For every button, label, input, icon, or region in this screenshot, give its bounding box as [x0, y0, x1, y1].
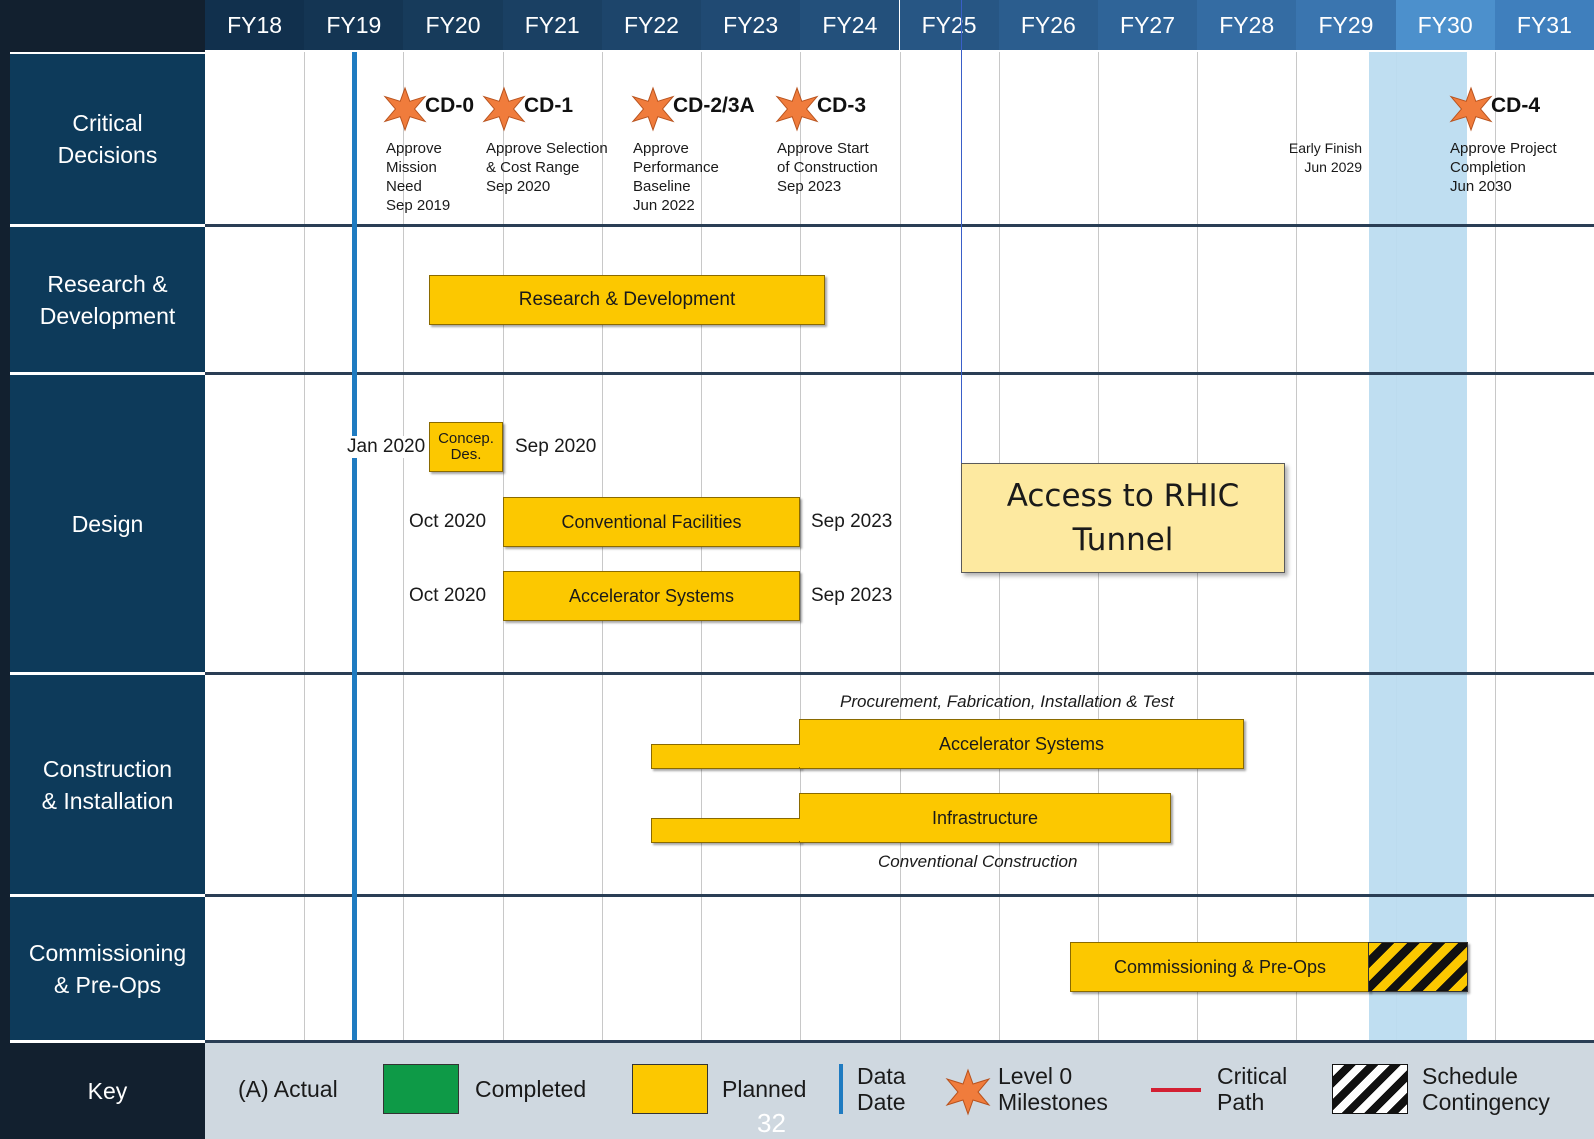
- row-separator: [205, 224, 1594, 227]
- year-grid-line: [800, 52, 802, 1040]
- key-planned-swatch: [632, 1064, 708, 1114]
- key-completed-label: Completed: [475, 1076, 587, 1102]
- schedule-contingency-bar: [1368, 942, 1468, 992]
- early-finish-label: Early Finish Jun 2029: [1288, 140, 1362, 175]
- fiscal-year-fy23: FY23: [701, 0, 801, 50]
- construction-accelerator-bar-lower: [651, 744, 801, 769]
- conventional-facilities-bar: Conventional Facilities: [503, 497, 800, 547]
- key-data-date-label: Data Date: [857, 1063, 906, 1115]
- fiscal-year-fy19: FY19: [304, 0, 404, 50]
- key-critical-path-label: Critical Path: [1217, 1063, 1288, 1115]
- row-label-construction: Construction & Installation: [10, 675, 205, 894]
- accelerator-design-bar: Accelerator Systems: [503, 571, 800, 621]
- fiscal-year-fy18: FY18: [205, 0, 305, 50]
- fiscal-year-fy28: FY28: [1197, 0, 1297, 50]
- key-completed-swatch: [383, 1064, 459, 1114]
- milestone-title: CD-1: [524, 94, 574, 117]
- key-milestone-star-icon: [945, 1068, 991, 1116]
- fiscal-year-fy26: FY26: [998, 0, 1098, 50]
- fiscal-year-fy25: FY25: [899, 0, 999, 50]
- accelerator-design-end-label: Sep 2023: [811, 585, 893, 606]
- row-separator: [10, 672, 205, 675]
- accelerator-design-start-label: Oct 2020: [409, 585, 487, 606]
- concep-start-label: Jan 2020: [345, 436, 428, 458]
- fiscal-year-fy21: FY21: [502, 0, 602, 50]
- row-label-critical-decisions: Critical Decisions: [10, 54, 205, 224]
- research-development-bar: Research & Development: [429, 275, 825, 325]
- key-contingency-label: Schedule Contingency: [1422, 1063, 1550, 1115]
- conventional-facilities-end-label: Sep 2023: [811, 511, 893, 532]
- row-separator: [205, 372, 1594, 375]
- year-grid-line: [304, 52, 306, 1040]
- milestone-star-icon: [775, 86, 819, 132]
- milestone-description: Approve Selection & Cost Range Sep 2020: [486, 140, 608, 195]
- key-planned-label: Planned: [722, 1076, 807, 1102]
- row-separator: [205, 672, 1594, 675]
- row-label-key: Key: [10, 1043, 205, 1139]
- header-left-border: [0, 0, 10, 1139]
- infrastructure-bar: Infrastructure: [799, 793, 1171, 843]
- fiscal-year-fy30: FY30: [1395, 0, 1495, 50]
- callout-leader-line: [961, 0, 962, 465]
- milestone-star-icon: [1449, 86, 1493, 132]
- milestone-title: CD-4: [1491, 94, 1541, 117]
- page-number: 32: [757, 1108, 786, 1138]
- concep-end-label: Sep 2020: [515, 436, 597, 457]
- key-milestones-label: Level 0 Milestones: [998, 1063, 1108, 1115]
- milestone-description: Approve Mission Need Sep 2019: [386, 140, 451, 214]
- row-separator: [10, 894, 205, 897]
- commissioning-bar: Commissioning & Pre-Ops: [1070, 942, 1370, 992]
- row-separator: [205, 894, 1594, 897]
- year-grid-line: [403, 52, 405, 1040]
- milestone-title: CD-3: [817, 94, 867, 117]
- access-rhic-tunnel-callout: Access to RHIC Tunnel: [961, 463, 1285, 573]
- conceptual-design-bar: Concep. Des.: [429, 422, 503, 472]
- row-label-research-development: Research & Development: [10, 227, 205, 372]
- milestone-star-icon: [631, 86, 675, 132]
- fiscal-year-fy31: FY31: [1494, 0, 1594, 50]
- data-date-line: [352, 52, 357, 1040]
- infrastructure-bar-join: [799, 819, 803, 841]
- milestone-star-icon: [383, 86, 427, 132]
- milestone-description: Approve Start of Construction Sep 2023: [777, 140, 878, 195]
- milestone-title: CD-2/3A: [673, 94, 755, 117]
- conventional-construction-note: Conventional Construction: [878, 852, 1078, 871]
- milestone-description: Approve Project Completion Jun 2030: [1450, 140, 1557, 195]
- fiscal-year-fy22: FY22: [601, 0, 702, 50]
- year-grid-line: [1494, 52, 1496, 1040]
- header-corner: [0, 0, 205, 52]
- fiscal-year-fy20: FY20: [403, 0, 503, 50]
- row-label-commissioning: Commissioning & Pre-Ops: [10, 897, 205, 1040]
- fiscal-year-fy27: FY27: [1097, 0, 1198, 50]
- row-separator: [10, 224, 205, 227]
- year-grid-line: [899, 52, 901, 1040]
- milestone-star-icon: [482, 86, 526, 132]
- key-critical-path-line: [1151, 1088, 1201, 1092]
- key-contingency-swatch: [1332, 1064, 1408, 1114]
- construction-accelerator-bar: Accelerator Systems: [799, 719, 1244, 769]
- fiscal-year-fy24: FY24: [800, 0, 900, 50]
- key-data-date-line: [839, 1064, 843, 1114]
- infrastructure-bar-lower: [651, 818, 801, 843]
- row-label-design: Design: [10, 375, 205, 672]
- procurement-note: Procurement, Fabrication, Installation &…: [840, 692, 1174, 711]
- conventional-facilities-start-label: Oct 2020: [409, 511, 487, 532]
- milestone-title: CD-0: [425, 94, 475, 117]
- milestone-description: Approve Performance Baseline Jun 2022: [633, 140, 719, 214]
- schedule-contingency-band: [1369, 52, 1467, 1040]
- fiscal-year-fy29: FY29: [1296, 0, 1396, 50]
- row-separator: [10, 372, 205, 375]
- year-grid-line: [1296, 52, 1298, 1040]
- key-actual: (A) Actual: [238, 1076, 338, 1102]
- construction-accelerator-bar-join: [799, 745, 803, 767]
